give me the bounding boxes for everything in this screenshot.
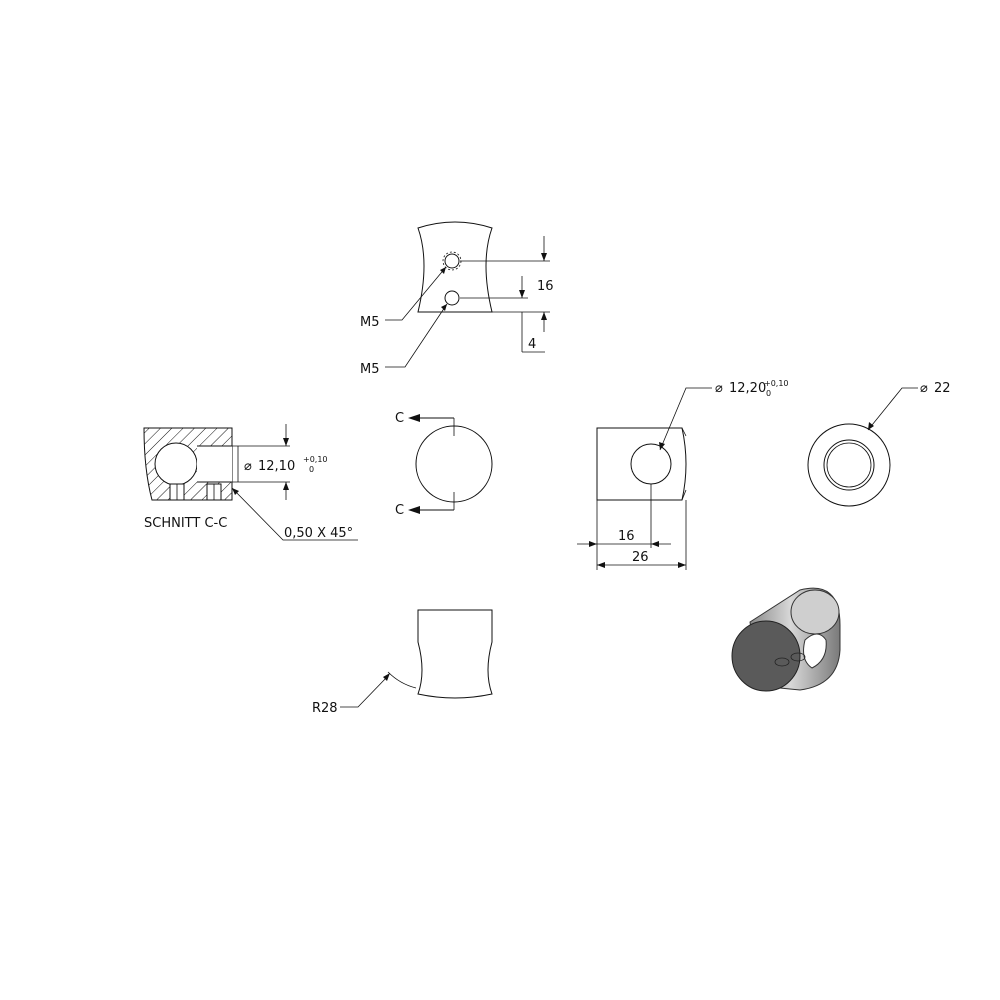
front-view-outline	[415, 425, 493, 503]
end-view-outer	[807, 423, 891, 507]
end-view-bore	[823, 439, 875, 491]
section-title: SCHNITT C-C	[144, 516, 227, 531]
bottom-view-outline	[417, 609, 493, 699]
section-view: ⌀ 12,10 +0,10 0 0,50 X 45° SCHNITT C-C	[143, 424, 358, 541]
thread-hole-upper	[444, 253, 460, 269]
callout-thread-lower: M5	[360, 362, 380, 377]
side-bore-dia: 12,20	[729, 381, 766, 396]
outer-dia: 22	[934, 381, 951, 396]
section-bore-tol-lower: 0	[309, 465, 314, 474]
svg-text:⌀: ⌀	[715, 381, 723, 396]
top-view-outline	[417, 221, 493, 313]
isometric-view	[731, 587, 841, 692]
top-view: 16 4 M5 M5	[360, 221, 554, 377]
svg-text:⌀: ⌀	[920, 381, 928, 396]
iso-slot	[803, 633, 827, 669]
chamfer-callout: 0,50 X 45°	[284, 526, 353, 541]
dim-edge-offset: 4	[528, 337, 536, 352]
dim-hole-position: 16	[618, 529, 635, 544]
dim-hole-spacing: 16	[537, 279, 554, 294]
section-mark-top: C	[395, 411, 404, 426]
side-bore-tol-lower: 0	[766, 389, 771, 398]
bottom-view: R28	[312, 609, 493, 716]
iso-front-face	[731, 620, 801, 692]
callout-thread-upper: M5	[360, 315, 380, 330]
front-view: C C	[395, 411, 493, 518]
radius-callout: R28	[312, 701, 338, 716]
side-view: 16 26 ⌀ 12,20 +0,10 0	[577, 379, 789, 570]
side-view-bore	[630, 443, 672, 485]
section-bore	[154, 442, 198, 486]
svg-text:⌀: ⌀	[244, 459, 252, 474]
end-view: ⌀ 22	[807, 381, 951, 507]
section-bore-dia: 12,10	[258, 459, 295, 474]
side-view-outline	[596, 427, 687, 501]
side-bore-tol-upper: +0,10	[764, 379, 789, 388]
thread-hole-lower	[444, 290, 460, 306]
section-bore-tol-upper: +0,10	[303, 455, 328, 464]
dim-overall-length: 26	[632, 550, 649, 565]
section-mark-bottom: C	[395, 503, 404, 518]
